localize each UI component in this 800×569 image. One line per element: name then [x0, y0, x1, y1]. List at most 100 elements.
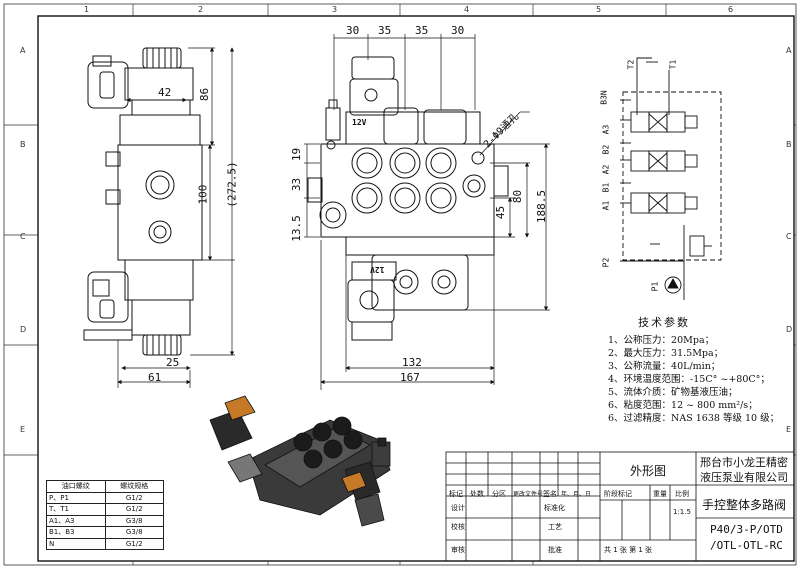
- spec-item-5: 5、流体介质：矿物基液压油；: [608, 387, 738, 398]
- dim-86: 86: [198, 87, 212, 102]
- dim-33: 33: [290, 177, 304, 192]
- spec-item-6: 6、粘度范围：12 ~ 800 mm²/s；: [608, 400, 758, 411]
- table-cell: G3/8: [104, 514, 164, 527]
- dim-35-right: 35: [415, 24, 429, 37]
- role-process: 工艺: [548, 523, 562, 531]
- port-p2: P2: [601, 257, 611, 268]
- scale-value: 1:1.5: [673, 508, 691, 516]
- zone-row-d-right: D: [786, 325, 793, 334]
- company-line-2: 液压泵业有限公司: [700, 471, 788, 484]
- table-cell: A1、A3: [46, 514, 106, 527]
- rev-header-5: 签名: [543, 490, 557, 498]
- dim-100: 100: [196, 184, 210, 205]
- dim-272-5: (272.5): [225, 161, 239, 208]
- role-review: 审核: [451, 546, 465, 554]
- table-row: T、T1 G1/2: [46, 503, 164, 516]
- dim-42: 42: [158, 86, 172, 99]
- port-b3n: B3N: [599, 90, 609, 105]
- port-t1: T1: [668, 59, 678, 70]
- zone-row-b: B: [20, 140, 26, 149]
- dim-80: 80: [511, 189, 525, 204]
- table-row: A1、A3 G3/8: [46, 514, 164, 527]
- table-cell: B1、B3: [46, 526, 106, 539]
- role-standard: 标准化: [544, 504, 565, 512]
- zone-row-a: A: [20, 46, 26, 55]
- inner-border: [37, 15, 795, 562]
- product-name: 手控整体多路阀: [702, 498, 787, 512]
- zone-col-3: 3: [332, 5, 338, 14]
- specs-title: 技术参数: [638, 316, 690, 329]
- port-a1: A1: [601, 200, 611, 211]
- title-block-lines: [445, 451, 795, 562]
- valve-3d-render: [209, 395, 391, 527]
- dim-132: 132: [402, 356, 422, 369]
- rev-header-3: 分区: [492, 490, 506, 498]
- zone-row-e-right: E: [786, 425, 792, 434]
- port-b2: B2: [601, 144, 611, 155]
- dim-61: 61: [148, 371, 162, 384]
- company-line-1: 邢台市小龙王精密: [700, 456, 788, 469]
- port-t2: T2: [626, 59, 636, 70]
- dim-35-left: 35: [378, 24, 392, 37]
- zone-row-c: C: [20, 232, 26, 241]
- table-row: P、P1 G1/2: [46, 491, 164, 504]
- dim-167: 167: [400, 371, 420, 384]
- dim-188-5: 188.5: [535, 189, 549, 224]
- front-view: [307, 56, 509, 341]
- zone-row-c-right: C: [786, 232, 792, 241]
- spec-item-1: 1、公称压力：20Mpa；: [608, 335, 715, 346]
- port-a2: A2: [601, 164, 611, 175]
- rev-header-6: 年、月、日: [561, 491, 592, 498]
- dim-25: 25: [166, 356, 180, 369]
- zone-row-e: E: [20, 425, 26, 434]
- zone-col-5: 5: [596, 5, 602, 14]
- table-cell: G1/2: [104, 537, 164, 550]
- zone-row-d: D: [20, 325, 27, 334]
- table-cell: N: [46, 537, 106, 550]
- zone-col-6: 6: [728, 5, 734, 14]
- drawing-type: 外形图: [630, 464, 667, 478]
- zone-row-b-right: B: [786, 140, 792, 149]
- table-cell: P、P1: [46, 491, 106, 504]
- port-b1: B1: [601, 182, 611, 193]
- role-check: 校核: [451, 523, 465, 531]
- hydraulic-schematic: [620, 57, 722, 300]
- spec-item-2: 2、最大压力：31.5Mpa；: [608, 348, 724, 359]
- rev-header-2: 处数: [470, 490, 484, 498]
- table-cell: T、T1: [46, 503, 106, 516]
- model-line-1: P40/3-P/OTD: [710, 523, 783, 536]
- zone-col-4: 4: [464, 5, 470, 14]
- dim-13-5: 13.5: [289, 215, 303, 242]
- spec-item-7: 6、过滤精度：NAS 1638 等级 10 级；: [608, 413, 780, 424]
- stage-header-3: 比例: [675, 490, 689, 498]
- coil-label-top: 12V: [352, 118, 367, 127]
- port-a3: A3: [601, 124, 611, 135]
- table-row: N G1/2: [46, 537, 164, 550]
- stage-header-2: 重量: [653, 490, 667, 498]
- table-cell: G3/8: [104, 526, 164, 539]
- dim-30-left: 30: [346, 24, 360, 37]
- table-cell: G1/2: [104, 491, 164, 504]
- role-approve: 批准: [548, 546, 562, 554]
- zone-col-2: 2: [198, 5, 204, 14]
- coil-label-bottom: 12V: [370, 265, 385, 274]
- table-cell: G1/2: [104, 503, 164, 516]
- rev-header-4: 更改文件号: [513, 491, 544, 498]
- port-p1: P1: [650, 281, 660, 292]
- zone-row-a-right: A: [786, 46, 792, 55]
- stage-header-1: 阶段标记: [604, 490, 632, 498]
- sheet-info: 共 1 张 第 1 张: [604, 546, 653, 554]
- dim-30-right: 30: [451, 24, 465, 37]
- role-design: 设计: [451, 504, 465, 512]
- table-header-row: 油口螺纹 螺纹规格: [46, 480, 164, 493]
- side-view: [83, 47, 203, 356]
- rev-header-1: 标记: [449, 490, 463, 498]
- table-row: B1、B3 G3/8: [46, 526, 164, 539]
- dim-19: 19: [290, 147, 304, 162]
- table-header: 油口螺纹: [46, 480, 106, 493]
- dim-45: 45: [494, 205, 508, 220]
- spec-item-4: 4、环境温度范围：-15C° ~+80C°；: [608, 374, 770, 385]
- port-thread-table: 油口螺纹 螺纹规格 P、P1 G1/2 T、T1 G1/2 A1、A3 G3/8…: [46, 480, 164, 550]
- table-header: 螺纹规格: [104, 480, 164, 493]
